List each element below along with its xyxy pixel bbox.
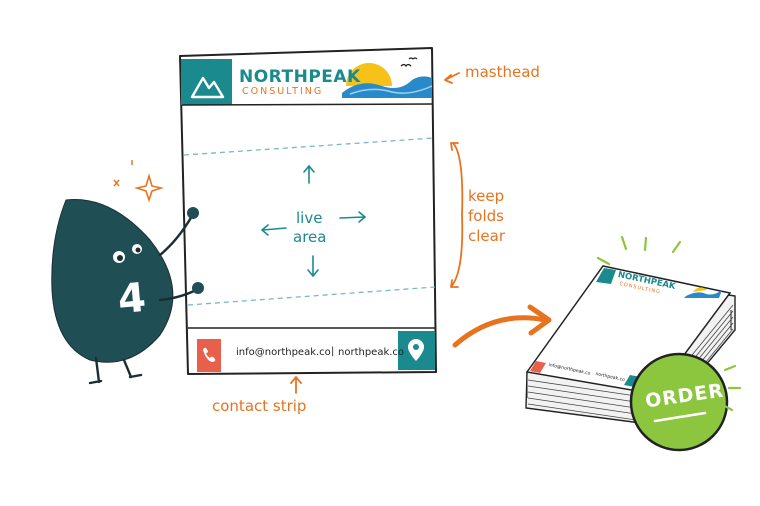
mascot	[51, 160, 204, 385]
keep-annotation-line3: clear	[468, 227, 506, 245]
contact-strip-annotation: contact strip	[212, 397, 307, 415]
annotation-lines	[290, 72, 464, 394]
live-area-label-line2: area	[293, 228, 327, 246]
masthead-arrow	[444, 72, 460, 84]
masthead-annotation: masthead	[465, 63, 540, 81]
order-flow-arrow	[452, 315, 548, 348]
contact-website: northpeak.co	[338, 347, 405, 358]
contact-separator: |	[331, 346, 335, 357]
phone-block	[197, 339, 221, 372]
keep-folds-bracket	[450, 142, 464, 288]
sparkle-icon	[134, 173, 164, 203]
letterhead-sheet	[179, 47, 437, 375]
brand-subtitle: CONSULTING	[242, 86, 324, 97]
mascot-number: 4	[116, 274, 148, 324]
keep-annotation-line1: keep	[468, 187, 505, 205]
fold-line-top	[183, 137, 435, 156]
mountain-logo-icon	[190, 76, 225, 99]
live-area-label-line1: live	[296, 209, 323, 227]
contact-strip-arrow	[290, 375, 302, 394]
brand-name: NORTHPEAK	[239, 67, 361, 87]
phone-icon	[203, 347, 216, 362]
live-area-arrows	[260, 164, 367, 278]
contact-email: info@northpeak.co	[236, 347, 331, 358]
keep-annotation-line2: folds	[468, 207, 504, 225]
order-sparkle-lines	[596, 235, 742, 412]
sun-waves-icon	[342, 57, 433, 98]
order-button[interactable]	[629, 352, 729, 452]
